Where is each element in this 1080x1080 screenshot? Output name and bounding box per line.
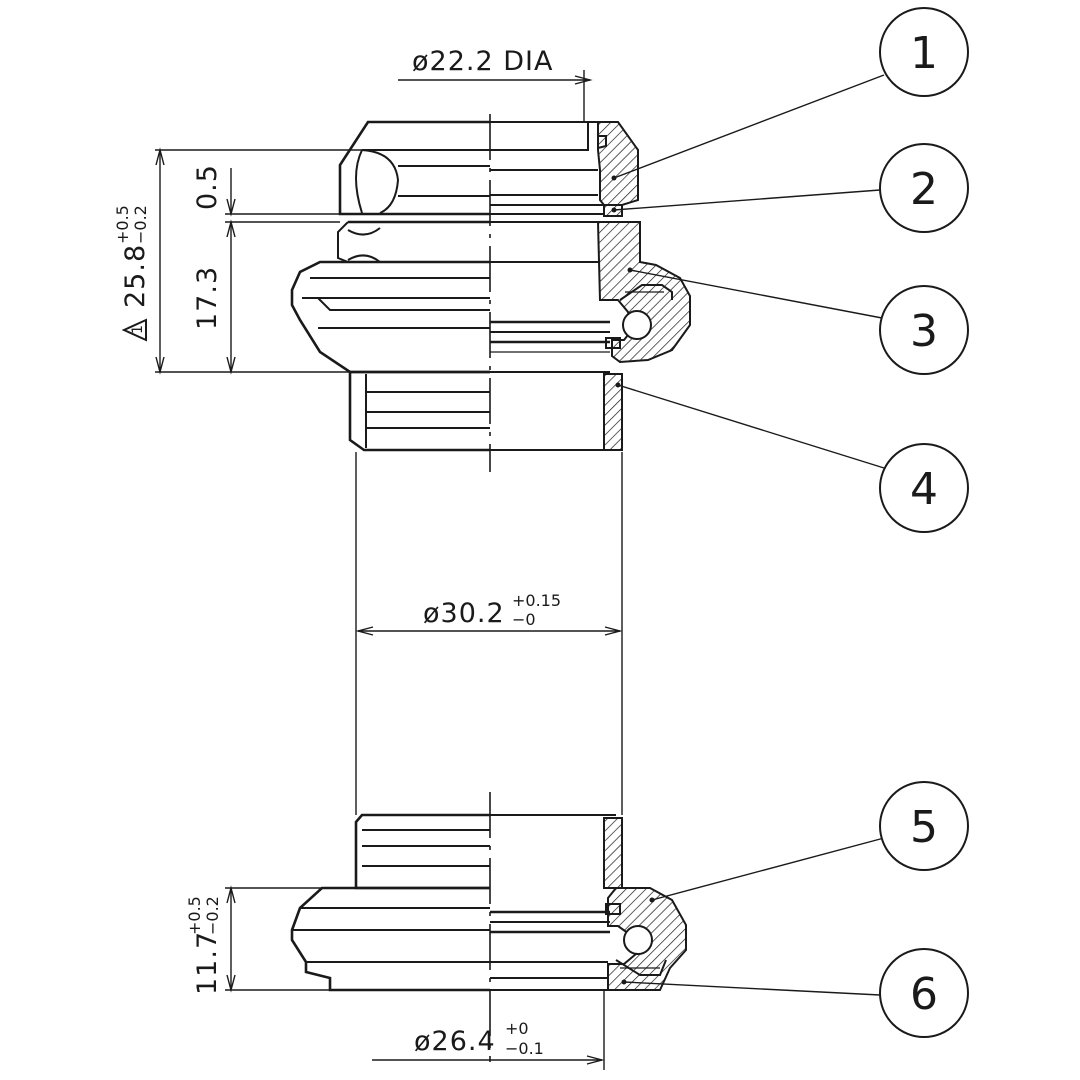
upper-cup-flange bbox=[290, 260, 490, 374]
dim-cup-dia-tol-upper: +0.15 bbox=[512, 591, 561, 610]
lower-assembly bbox=[290, 813, 687, 992]
callout-dots bbox=[611, 175, 655, 985]
callout-3-number: 3 bbox=[910, 306, 938, 357]
datum-triangle-icon bbox=[121, 318, 147, 342]
dim-lower-height: 11.7 +0.5 −0.2 bbox=[185, 896, 223, 995]
dim-cup-dia: ø30.2 +0.15 −0 bbox=[423, 591, 561, 629]
dim-crown-dia: ø26.4 +0 −0.1 bbox=[414, 1019, 544, 1058]
dim-crown-dia-tol-lower: −0.1 bbox=[505, 1039, 544, 1058]
locknut-outline bbox=[338, 120, 490, 216]
washer bbox=[490, 204, 605, 215]
dim-lower-height-tol-lower: −0.2 bbox=[203, 896, 222, 935]
dim-gap-text: 0.5 bbox=[192, 164, 223, 210]
dim-stack-height-text: 25.8 bbox=[120, 244, 151, 308]
dim-crown-dia-tol-upper: +0 bbox=[505, 1019, 529, 1038]
dim-stack-height-tol-upper: +0.5 bbox=[113, 205, 132, 244]
dim-stem-dia: ø22.2 DIA bbox=[412, 46, 553, 77]
callout-2-number: 2 bbox=[910, 164, 938, 215]
dim-stack-height: 1 25.8 +0.5 −0.2 bbox=[113, 205, 151, 342]
dim-stack-height-tol-lower: −0.2 bbox=[131, 205, 150, 244]
dim-gap: 0.5 bbox=[192, 164, 223, 210]
locknut-section bbox=[597, 121, 639, 206]
callout-1: 1 bbox=[613, 7, 969, 179]
callout-5-number: 5 bbox=[910, 802, 938, 853]
dim-lower-height-tol-upper: +0.5 bbox=[185, 896, 204, 935]
lower-bearing-ball bbox=[623, 925, 653, 955]
callout-3: 3 bbox=[629, 269, 969, 375]
callout-4: 4 bbox=[617, 384, 969, 533]
callout-5: 5 bbox=[651, 781, 969, 901]
dim-upper-height: 17.3 bbox=[192, 266, 223, 330]
lower-cup-flange bbox=[290, 886, 490, 992]
dim-lower-height-text: 11.7 bbox=[192, 931, 223, 995]
dim-upper-height-text: 17.3 bbox=[192, 266, 223, 330]
callout-6: 6 bbox=[623, 948, 969, 1038]
callout-6-number: 6 bbox=[910, 969, 938, 1020]
datum-marker-text: 1 bbox=[130, 325, 146, 334]
callout-1-number: 1 bbox=[910, 28, 938, 79]
crown-race-sleeve bbox=[354, 813, 490, 890]
callout-4-number: 4 bbox=[910, 464, 938, 515]
dim-cup-dia-tol-lower: −0 bbox=[512, 610, 536, 629]
upper-bearing-ball bbox=[622, 310, 652, 340]
callout-2: 2 bbox=[613, 143, 969, 233]
dimension-lines bbox=[155, 70, 623, 1070]
dim-crown-dia-text: ø26.4 bbox=[414, 1026, 496, 1057]
upper-cup-sleeve bbox=[348, 370, 490, 452]
dim-stem-dia-text: ø22.2 DIA bbox=[412, 46, 553, 77]
dim-cup-dia-text: ø30.2 bbox=[423, 598, 505, 629]
